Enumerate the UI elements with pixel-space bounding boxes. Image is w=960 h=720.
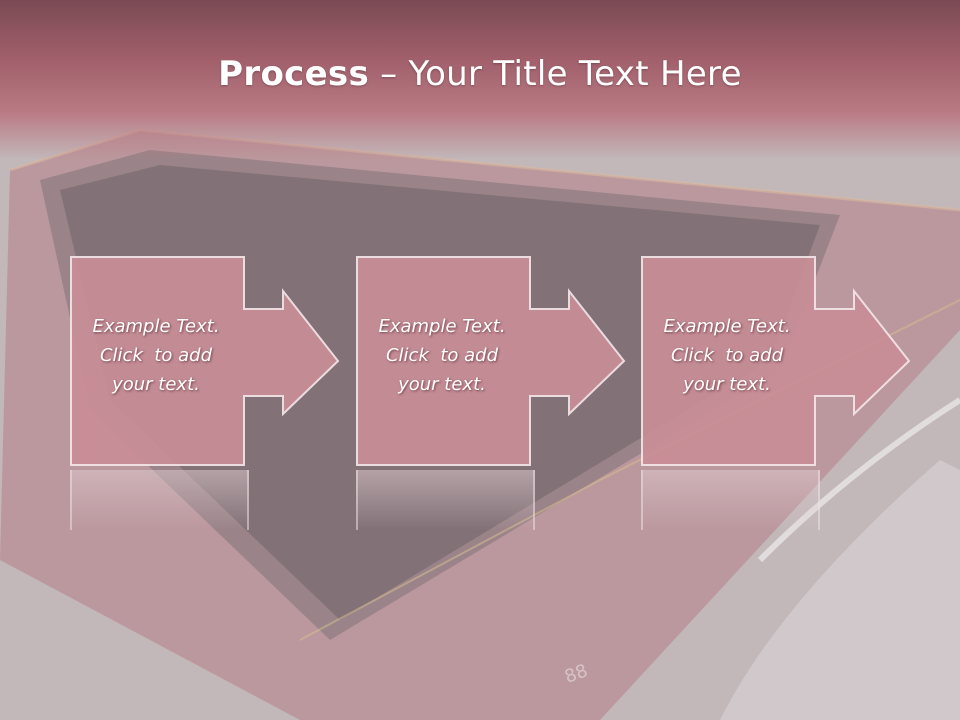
process-step-3[interactable]: Example Text. Click to add your text. [641,256,960,466]
step-text: Example Text. Click to add your text. [92,316,220,395]
slide-header [0,0,960,160]
process-step-1[interactable]: Example Text. Click to add your text. [70,256,410,466]
step-reflection [70,470,249,530]
process-step-2[interactable]: Example Text. Click to add your text. [356,256,696,466]
step-reflection [356,470,535,530]
step-arrow-shape [356,256,626,466]
step-text: Example Text. Click to add your text. [663,316,791,395]
title-rest: – Your Title Text Here [369,54,742,94]
step-text: Example Text. Click to add your text. [378,316,506,395]
step-arrow-shape [641,256,911,466]
title-bold: Process [218,54,370,94]
slide-title[interactable]: Process – Your Title Text Here [0,54,960,94]
step-arrow-shape [70,256,340,466]
step-reflection [641,470,820,530]
